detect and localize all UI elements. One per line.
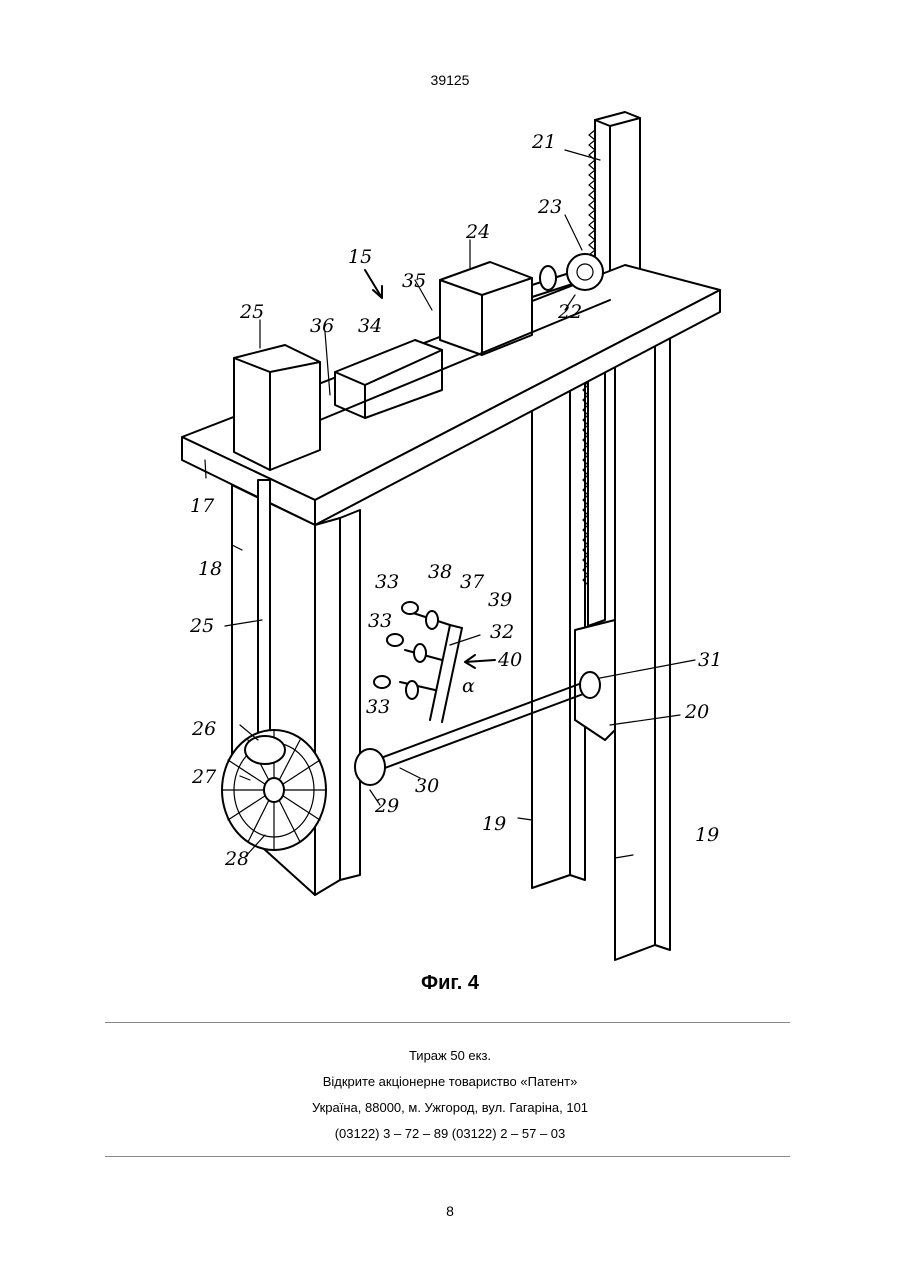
leg-19-right xyxy=(615,330,670,960)
label-39: 39 xyxy=(488,589,512,611)
label-15: 15 xyxy=(348,246,372,268)
label-30: 30 xyxy=(415,775,439,797)
label-33-b: 33 xyxy=(368,610,392,632)
label-20: 20 xyxy=(684,701,709,723)
label-25-top: 25 xyxy=(239,301,264,323)
drawing-svg: 21 23 22 24 15 35 34 36 25 17 18 25 26 2… xyxy=(170,100,730,965)
label-21: 21 xyxy=(531,131,556,153)
arrow-40 xyxy=(465,655,495,668)
label-36: 36 xyxy=(310,315,334,337)
block-25 xyxy=(234,345,320,470)
label-18: 18 xyxy=(198,558,222,580)
arrow-15 xyxy=(365,270,382,298)
label-40: 40 xyxy=(497,649,522,671)
label-32: 32 xyxy=(490,621,514,643)
label-28: 28 xyxy=(224,848,249,870)
label-alpha: α xyxy=(462,675,475,697)
label-25-shaft: 25 xyxy=(189,615,214,637)
label-37: 37 xyxy=(460,571,485,593)
label-24: 24 xyxy=(465,221,490,243)
label-19-right: 19 xyxy=(695,824,719,846)
imprint-address: Україна, 88000, м. Ужгород, вул. Гагарін… xyxy=(0,1095,900,1121)
divider-top xyxy=(105,1022,790,1023)
label-27: 27 xyxy=(191,766,217,788)
document-number: 39125 xyxy=(0,72,900,88)
imprint-circulation: Тираж 50 екз. xyxy=(0,1043,900,1069)
label-38: 38 xyxy=(428,561,452,583)
imprint-block: Тираж 50 екз. Відкрите акціонерне товари… xyxy=(0,1043,900,1147)
label-35: 35 xyxy=(402,270,426,292)
label-34: 34 xyxy=(358,315,382,337)
label-22: 22 xyxy=(557,301,582,323)
shaft-25 xyxy=(258,480,270,750)
label-31: 31 xyxy=(698,649,722,671)
label-33-a: 33 xyxy=(375,571,399,593)
page-number: 8 xyxy=(0,1203,900,1219)
imprint-publisher: Відкрите акціонерне товариство «Патент» xyxy=(0,1069,900,1095)
label-17: 17 xyxy=(190,495,215,517)
divider-bottom xyxy=(105,1156,790,1157)
label-33-c: 33 xyxy=(366,696,390,718)
gear-27 xyxy=(245,736,285,764)
patent-drawing: 21 23 22 24 15 35 34 36 25 17 18 25 26 2… xyxy=(170,100,730,965)
label-23: 23 xyxy=(537,196,562,218)
label-26: 26 xyxy=(191,718,216,740)
imprint-phones: (03122) 3 – 72 – 89 (03122) 2 – 57 – 03 xyxy=(0,1121,900,1147)
label-19-middle: 19 xyxy=(482,813,506,835)
label-29: 29 xyxy=(374,795,399,817)
block-24 xyxy=(440,262,532,355)
figure-caption: Фиг. 4 xyxy=(0,972,900,995)
